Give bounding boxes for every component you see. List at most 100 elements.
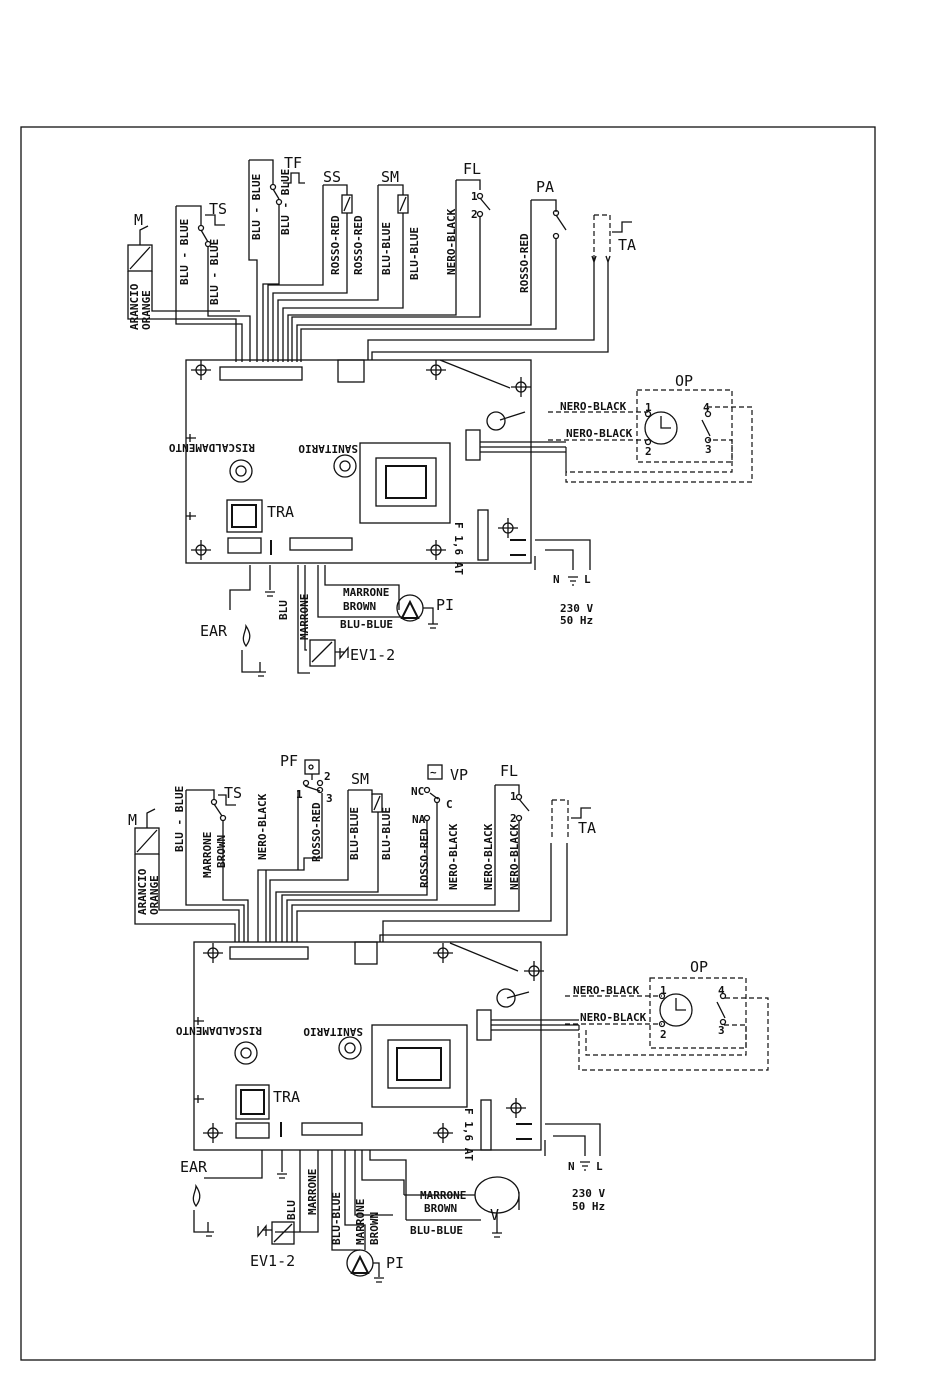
bottom-voltage: 230 V bbox=[572, 1187, 605, 1200]
top-wire-blu-3: BLU - BLUE bbox=[250, 174, 263, 240]
top-ss-label: SS bbox=[323, 168, 341, 186]
top-op-programmer: 1 2 4 3 OP NERO-BLACK NERO-BLACK bbox=[548, 372, 753, 483]
top-op-connector bbox=[465, 429, 481, 461]
page-border bbox=[20, 126, 876, 1361]
top-ear-label: EAR bbox=[200, 622, 228, 640]
svg-text:NERO-BLACK: NERO-BLACK bbox=[447, 823, 460, 890]
top-pa-pressostat: PA bbox=[296, 178, 567, 362]
bottom-bottom-connector bbox=[301, 1122, 363, 1136]
bottom-sm-sensor: SM bbox=[269, 770, 383, 942]
svg-text:1: 1 bbox=[510, 790, 517, 803]
top-dhw-pot bbox=[333, 454, 357, 478]
svg-text:2: 2 bbox=[510, 812, 517, 825]
top-ear-electrode: EAR bbox=[200, 565, 275, 677]
bottom-op-programmer: 1 2 4 3 OP NERO-BLACK NERO-BLACK bbox=[565, 958, 769, 1071]
top-ts-thermostat: TS bbox=[175, 200, 251, 362]
svg-text:MARRONE: MARRONE bbox=[354, 1199, 367, 1245]
bottom-tra-relay bbox=[235, 1084, 270, 1120]
bottom-m-label: M bbox=[128, 811, 137, 829]
svg-text:MARRONE: MARRONE bbox=[298, 594, 311, 640]
bottom-transformer-frame bbox=[371, 1024, 468, 1108]
top-sm-sensor: SM bbox=[277, 168, 409, 362]
bottom-small-connector bbox=[354, 941, 378, 965]
top-pump-and-valve: EV1-2 PI BLU MARRONE MARRONE BROWN BLU-B… bbox=[277, 565, 454, 674]
bottom-transformer bbox=[387, 1039, 451, 1089]
bottom-pump-valve-fan: EV1-2 PI V BLU MARRONE BLU-BLUE MARRONE … bbox=[250, 1150, 520, 1283]
bottom-sm-label: SM bbox=[351, 770, 369, 788]
top-ev-label: EV1-2 bbox=[350, 646, 395, 664]
bottom-ts-label: TS bbox=[224, 784, 242, 802]
bottom-pf-label: PF bbox=[280, 752, 298, 770]
top-m-actuator: M ARANCIO ORANGE bbox=[127, 211, 240, 362]
top-transformer-frame bbox=[359, 442, 451, 524]
bottom-v-label: V bbox=[490, 1206, 499, 1224]
top-wiring-diagram: RISCALDAMENTO SANITARIO TRA F 1,6 AT TS bbox=[127, 154, 753, 677]
top-ta-label: TA bbox=[618, 236, 636, 254]
svg-text:~: ~ bbox=[430, 766, 437, 779]
top-power-supply: N L 230 V 50 Hz bbox=[534, 539, 593, 627]
svg-text:BROWN: BROWN bbox=[215, 835, 228, 868]
top-orange-label: ORANGE bbox=[140, 290, 153, 330]
top-op-wire-1: NERO-BLACK bbox=[560, 400, 627, 413]
bottom-dhw-label: SANITARIO bbox=[303, 1025, 363, 1038]
top-wire-blu-6: BLU-BLUE bbox=[408, 227, 421, 280]
top-blu-blue-label: BLU-BLUE bbox=[340, 618, 393, 631]
top-marrone-label: MARRONE bbox=[343, 586, 389, 599]
svg-text:L: L bbox=[584, 573, 591, 586]
svg-text:4: 4 bbox=[718, 984, 725, 997]
top-fuse bbox=[477, 509, 489, 561]
top-wire-blu-2: BLU - BLUE bbox=[208, 239, 221, 305]
svg-text:BLU: BLU bbox=[277, 600, 290, 620]
top-pi-label: PI bbox=[436, 596, 454, 614]
bottom-ev-label: EV1-2 bbox=[250, 1252, 295, 1270]
bottom-fuse-label: F 1,6 AT bbox=[462, 1108, 475, 1161]
top-main-connector bbox=[219, 366, 303, 381]
svg-text:NA: NA bbox=[412, 813, 426, 826]
svg-text:NERO-BLACK: NERO-BLACK bbox=[580, 1011, 647, 1024]
svg-text:BROWN: BROWN bbox=[368, 1212, 381, 1245]
top-sm-label: SM bbox=[381, 168, 399, 186]
svg-text:NERO-BLACK: NERO-BLACK bbox=[573, 984, 640, 997]
top-wire-blu-1: BLU - BLUE bbox=[178, 219, 191, 285]
svg-text:BLU-BLUE: BLU-BLUE bbox=[410, 1224, 463, 1237]
svg-text:BROWN: BROWN bbox=[424, 1202, 457, 1215]
svg-text:N: N bbox=[568, 1160, 575, 1173]
bottom-power-supply: N L 230 V 50 Hz bbox=[544, 1123, 605, 1213]
top-heating-pot bbox=[229, 459, 253, 483]
svg-text:1: 1 bbox=[660, 984, 667, 997]
bottom-vp-label: VP bbox=[450, 766, 468, 784]
bottom-heating-label: RISCALDAMENTO bbox=[176, 1024, 262, 1037]
svg-text:1: 1 bbox=[645, 401, 652, 414]
top-mounting-holes bbox=[186, 360, 531, 560]
top-transformer bbox=[375, 457, 437, 507]
bottom-fl-flowswitch: 12 FL bbox=[291, 762, 530, 942]
bottom-adjust-pot bbox=[496, 988, 516, 1008]
svg-text:3: 3 bbox=[718, 1024, 725, 1037]
bottom-wiring-diagram: RISCALDAMENTO SANITARIO TRA F 1,6 AT M A… bbox=[128, 752, 769, 1283]
svg-text:NERO-BLACK: NERO-BLACK bbox=[256, 793, 269, 860]
svg-text:3: 3 bbox=[705, 443, 712, 456]
svg-text:N: N bbox=[553, 573, 560, 586]
svg-text:BLU-BLUE: BLU-BLUE bbox=[380, 807, 393, 860]
svg-text:2: 2 bbox=[324, 770, 331, 783]
top-adjust-pot bbox=[486, 411, 506, 431]
svg-text:BLU - BLUE: BLU - BLUE bbox=[173, 786, 186, 852]
bottom-ts-thermostat: TS bbox=[185, 784, 249, 942]
svg-text:L: L bbox=[596, 1160, 603, 1173]
top-op-wire-2: NERO-BLACK bbox=[566, 427, 633, 440]
svg-text:NERO-BLACK: NERO-BLACK bbox=[482, 823, 495, 890]
svg-text:BLU: BLU bbox=[285, 1200, 298, 1220]
bottom-mounting-holes bbox=[194, 943, 544, 1143]
svg-text:ROSSO-RED: ROSSO-RED bbox=[310, 802, 323, 862]
bottom-op-label: OP bbox=[690, 958, 708, 976]
bottom-pi-label: PI bbox=[386, 1254, 404, 1272]
bottom-ear-label: EAR bbox=[180, 1158, 208, 1176]
top-pa-label: PA bbox=[536, 178, 554, 196]
top-wire-nero: NERO-BLACK bbox=[445, 208, 458, 275]
top-wire-blu-4: BLU - BLUE bbox=[279, 169, 292, 235]
top-dhw-label: SANITARIO bbox=[298, 442, 358, 455]
svg-text:MARRONE: MARRONE bbox=[201, 832, 214, 878]
svg-text:NC: NC bbox=[411, 785, 424, 798]
svg-text:ORANGE: ORANGE bbox=[148, 875, 161, 915]
